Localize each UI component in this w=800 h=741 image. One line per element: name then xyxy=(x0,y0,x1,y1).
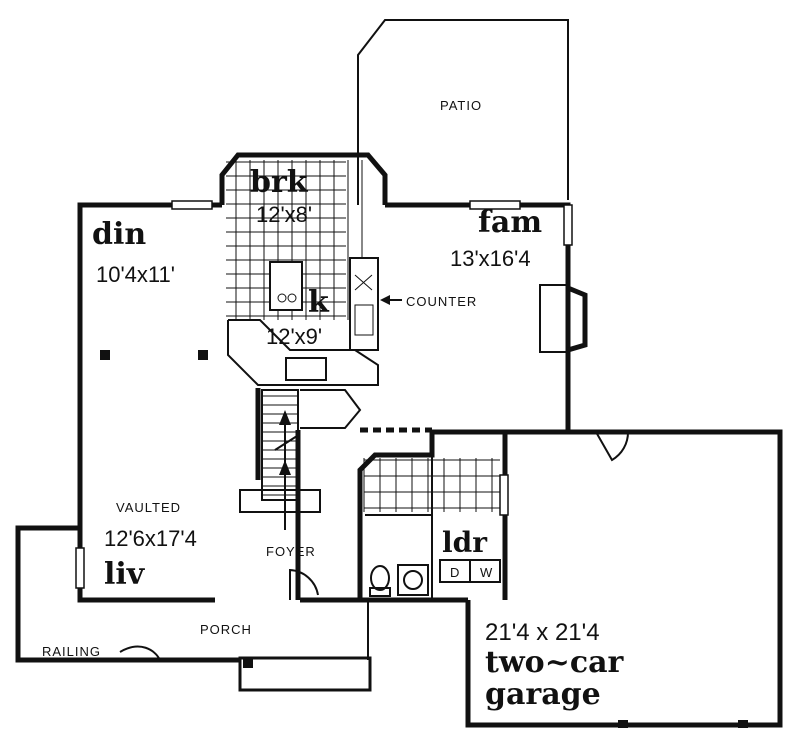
kitchen-dimensions: 12'x9' xyxy=(266,324,322,349)
living-name: liv xyxy=(104,557,146,592)
staircase xyxy=(239,389,362,530)
living-dimensions: 12'6x17'4 xyxy=(104,526,197,551)
fireplace xyxy=(539,284,588,353)
patio-outline xyxy=(357,19,569,205)
foyer-label: FOYER xyxy=(266,544,316,559)
breakfast-tile-grid xyxy=(226,160,363,320)
dining-dimensions: 10'4x11' xyxy=(96,262,175,287)
patio-label: PATIO xyxy=(440,98,482,113)
counter-label: COUNTER xyxy=(406,294,477,309)
kitchen-counters xyxy=(227,257,379,386)
counter-arrow-head xyxy=(380,295,390,305)
family-name: fam xyxy=(478,205,542,240)
dryer-label: D xyxy=(450,565,460,580)
porch-label: PORCH xyxy=(200,622,252,637)
garage-name-line2: garage xyxy=(485,677,601,712)
dining-name: din xyxy=(92,217,146,252)
breakfast-name: brk xyxy=(250,165,309,200)
garage-name-line1: two~car xyxy=(485,645,625,680)
bathroom-fixtures xyxy=(369,564,429,597)
breakfast-dimensions: 12'x8' xyxy=(256,202,312,227)
washer-label: W xyxy=(480,565,493,580)
garage-dimensions: 21'4 x 21'4 xyxy=(485,619,600,646)
family-dimensions: 13'x16'4 xyxy=(450,246,531,271)
exterior-walls xyxy=(77,152,783,728)
laundry-hatch xyxy=(363,458,501,583)
railing-label: RAILING xyxy=(42,644,101,659)
windows xyxy=(75,200,573,589)
kitchen-name: k xyxy=(308,285,330,320)
laundry-name: ldr xyxy=(442,526,488,559)
garage-door-swing xyxy=(595,431,630,462)
front-door-swing xyxy=(289,568,319,600)
living-vaulted-label: VAULTED xyxy=(116,500,181,515)
porch-railing xyxy=(15,350,748,728)
